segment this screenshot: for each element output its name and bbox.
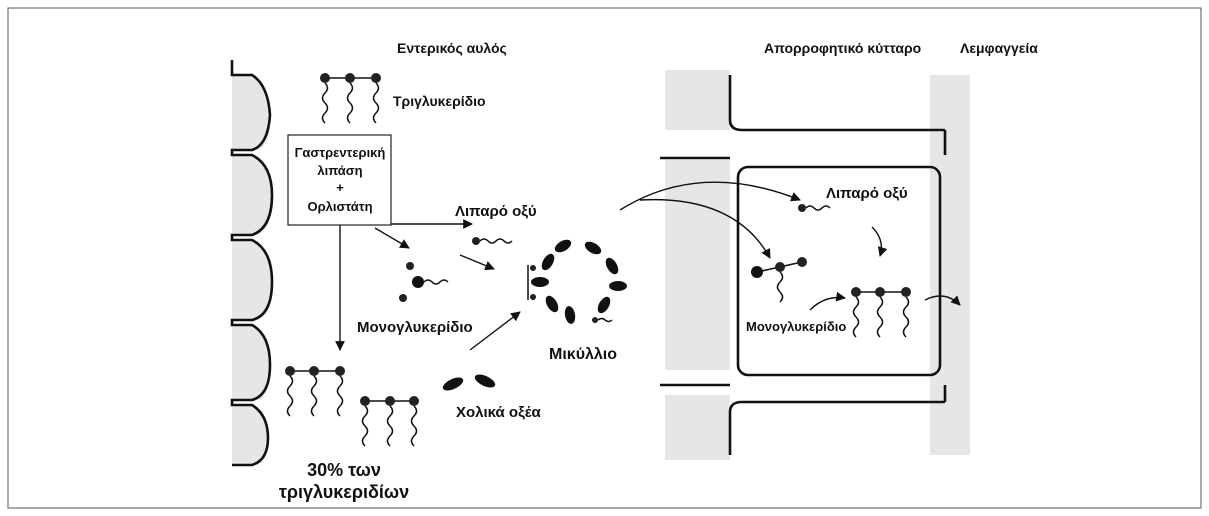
lipase-box-line-1: Γαστρεντερική: [295, 145, 386, 160]
label-lymphatics: Λεμφαγγεία: [960, 40, 1038, 56]
arrow-box-to-monoglyceride: [375, 228, 409, 248]
fatty-acid-cell: [798, 204, 830, 212]
arrow-to-micelle: [460, 255, 494, 269]
triglyceride-top: [320, 73, 381, 123]
micelle: [528, 237, 627, 325]
label-absorptive-cell: Απορροφητικό κύτταρο: [764, 40, 921, 56]
fatty-acid-lumen: [472, 237, 512, 245]
triglyceride-cell: [851, 287, 911, 337]
lipase-box-line-4: Ορλιστάτη: [307, 199, 372, 214]
label-triglyceride-percent-2: τριγλυκεριδίων: [279, 482, 409, 502]
label-bile-acids: Χολικά οξέα: [456, 404, 542, 421]
label-monoglyceride-lumen: Μονογλυκερίδιο: [357, 319, 473, 336]
lipase-box-line-2: λιπάση: [317, 163, 362, 178]
label-fatty-acid-cell: Λιπαρό οξύ: [826, 185, 908, 202]
label-intestinal-lumen: Εντερικός αυλός: [397, 40, 507, 56]
monoglyceride-lumen: [399, 262, 448, 302]
label-triglyceride: Τριγλυκερίδιο: [393, 93, 486, 109]
lipase-box-line-3: +: [336, 180, 344, 195]
bile-acids-drops: [441, 372, 497, 393]
arrow-fatty-acid-down: [872, 227, 881, 256]
label-triglyceride-percent-1: 30% των: [307, 460, 381, 480]
label-monoglyceride-cell: Μονογλυκερίδιο: [746, 319, 846, 334]
triglyceride-bottom-1: [285, 366, 345, 416]
arrow-bile-to-micelle: [470, 312, 520, 350]
label-fatty-acid-lumen: Λιπαρό οξύ: [455, 203, 537, 220]
label-micelle: Μικύλλιο: [549, 346, 617, 363]
monoglyceride-cell: [751, 257, 807, 302]
figure-frame: [8, 8, 1201, 508]
arrow-mono-to-tg: [810, 298, 845, 311]
absorptive-cell-wall: [660, 70, 970, 460]
intestinal-villi: [232, 60, 272, 465]
triglyceride-bottom-2: [360, 396, 419, 446]
